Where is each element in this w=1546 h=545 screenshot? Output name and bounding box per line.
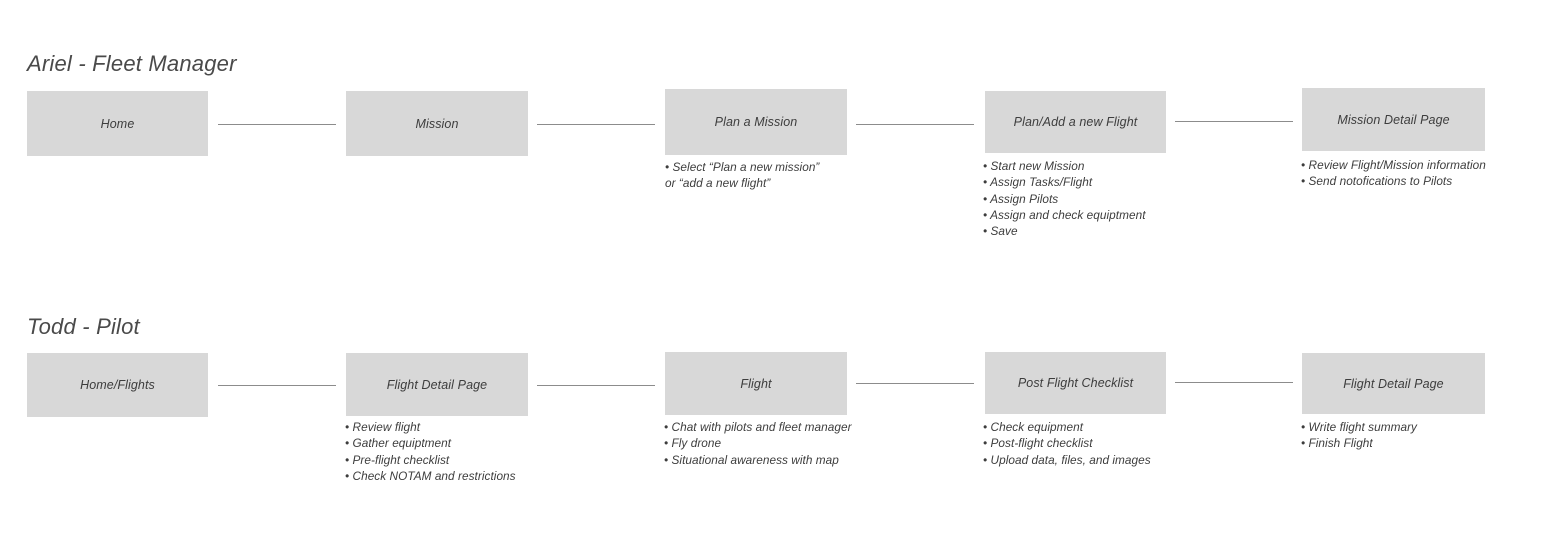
connector-post-flight-checklist-to-flight-detail-page bbox=[1175, 382, 1293, 383]
flow-node-flight-detail-page-pre[interactable]: Flight Detail Page bbox=[346, 353, 528, 416]
bullet-item: • Save bbox=[983, 224, 1018, 239]
flow-node-bullets-flight: • Chat with pilots and fleet manager • F… bbox=[664, 419, 852, 468]
flow-node-plan-add-a-new-flight[interactable]: Plan/Add a new Flight bbox=[985, 91, 1166, 153]
flow-node-home[interactable]: Home bbox=[27, 91, 208, 156]
bullet-item: • Fly drone bbox=[664, 436, 722, 451]
flow-node-mission-detail-page[interactable]: Mission Detail Page bbox=[1302, 88, 1485, 151]
bullet-item: • Post-flight checklist bbox=[983, 436, 1093, 451]
flow-node-label: Home bbox=[100, 116, 135, 131]
connector-flight-to-post-flight-checklist bbox=[856, 383, 974, 384]
flow-node-flight-detail-page-post[interactable]: Flight Detail Page bbox=[1302, 353, 1485, 414]
flow-node-plan-a-mission[interactable]: Plan a Mission bbox=[665, 89, 847, 155]
bullet-item: • Assign Pilots bbox=[983, 191, 1059, 206]
flow-node-label: Post Flight Checklist bbox=[1017, 376, 1134, 390]
bullet-item: • Chat with pilots and fleet manager bbox=[664, 420, 852, 434]
flow-node-label: Plan a Mission bbox=[714, 115, 798, 129]
bullet-item: • Assign and check equiptment bbox=[983, 207, 1146, 222]
flow-node-label: Flight Detail Page bbox=[386, 377, 488, 392]
connector-plan-add-a-new-flight-to-mission-detail-page bbox=[1175, 121, 1293, 122]
flow-node-bullets-flight-detail-page-pre: • Review flight • Gather equiptment • Pr… bbox=[345, 419, 516, 484]
flow-node-label: Plan/Add a new Flight bbox=[1013, 115, 1138, 129]
lane-title-pilot: Todd - Pilot bbox=[27, 314, 140, 339]
connector-flight-detail-page-to-flight bbox=[537, 385, 655, 386]
bullet-item: • Finish Flight bbox=[1301, 436, 1373, 451]
bullet-item: • Situational awareness with map bbox=[664, 452, 839, 467]
bullet-item: • Send notofications to Pilots bbox=[1301, 174, 1453, 189]
bullet-item: • Check equipment bbox=[983, 420, 1084, 434]
connector-home-to-mission bbox=[218, 124, 336, 125]
bullet-item: • Select “Plan a new mission” bbox=[665, 160, 820, 174]
lane-title-fleet-manager: Ariel - Fleet Manager bbox=[27, 51, 237, 76]
flow-node-flight[interactable]: Flight bbox=[665, 352, 847, 415]
flow-node-label: Flight Detail Page bbox=[1343, 376, 1444, 391]
flow-node-mission[interactable]: Mission bbox=[346, 91, 528, 156]
flow-node-bullets-post-flight-checklist: • Check equipment • Post-flight checklis… bbox=[983, 419, 1151, 468]
connector-plan-a-mission-to-plan-add-a-new-flight bbox=[856, 124, 974, 125]
flow-node-bullets-plan-add-a-new-flight: • Start new Mission • Assign Tasks/Fligh… bbox=[983, 158, 1146, 239]
flow-node-label: Home/Flights bbox=[80, 378, 155, 392]
flow-node-post-flight-checklist[interactable]: Post Flight Checklist bbox=[985, 352, 1166, 414]
bullet-item: • Start new Mission bbox=[983, 159, 1085, 173]
bullet-item: • Pre-flight checklist bbox=[345, 452, 450, 467]
bullet-item: • Review flight bbox=[345, 420, 421, 434]
bullet-item: • Gather equiptment bbox=[345, 436, 452, 451]
flow-node-bullets-mission-detail-page: • Review Flight/Mission information • Se… bbox=[1301, 157, 1486, 190]
flow-node-label: Flight bbox=[740, 376, 772, 391]
bullet-item: • Upload data, files, and images bbox=[983, 452, 1151, 467]
bullet-item: • Write flight summary bbox=[1301, 420, 1418, 434]
bullet-item-continuation: or “add a new flight” bbox=[665, 176, 771, 191]
flow-node-label: Mission Detail Page bbox=[1337, 112, 1450, 127]
flow-node-bullets-plan-a-mission: • Select “Plan a new mission” or “add a … bbox=[665, 159, 819, 192]
flow-node-bullets-flight-detail-page-post: • Write flight summary • Finish Flight bbox=[1301, 419, 1417, 452]
bullet-item: • Review Flight/Mission information bbox=[1301, 158, 1486, 172]
connector-home-flights-to-flight-detail-page bbox=[218, 385, 336, 386]
flow-node-home-flights[interactable]: Home/Flights bbox=[27, 353, 208, 417]
bullet-item: • Check NOTAM and restrictions bbox=[345, 468, 516, 483]
flow-node-label: Mission bbox=[415, 116, 459, 131]
bullet-item: • Assign Tasks/Flight bbox=[983, 175, 1093, 190]
connector-mission-to-plan-a-mission bbox=[537, 124, 655, 125]
